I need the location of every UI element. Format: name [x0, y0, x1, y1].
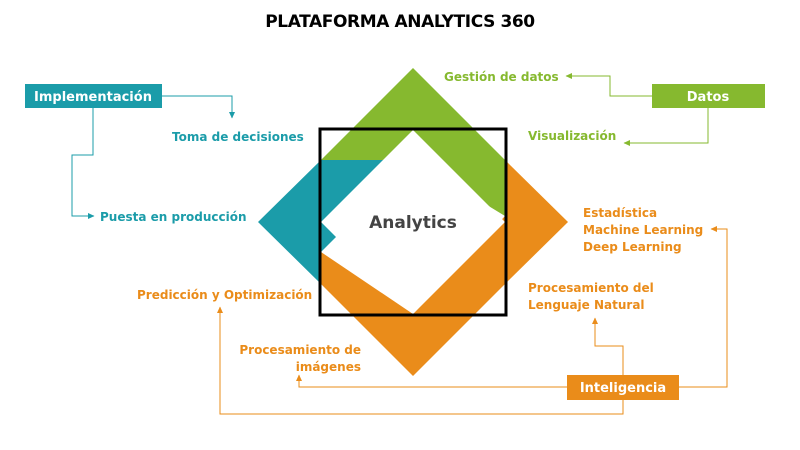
- label-deep-learning: Deep Learning: [583, 240, 682, 254]
- datos-label: Datos: [687, 90, 730, 105]
- center-frame: [318, 127, 508, 317]
- label-procesamiento-de: Procesamiento de: [239, 343, 361, 357]
- implementacion-box: [25, 84, 162, 108]
- label-puesta-produccion: Puesta en producción: [100, 210, 247, 224]
- connector-estadistica: [679, 226, 728, 388]
- connector-toma-decisiones: [162, 95, 235, 119]
- center-label: Analytics: [369, 213, 457, 233]
- connector-puesta-produccion: [71, 108, 95, 219]
- label-gestion-datos: Gestión de datos: [444, 70, 559, 84]
- connector-gestion-datos: [565, 73, 652, 97]
- label-imagenes: imágenes: [296, 360, 361, 374]
- inteligencia-box: [567, 375, 679, 400]
- implementacion-label: Implementación: [34, 90, 152, 105]
- inteligencia-label: Inteligencia: [580, 381, 666, 396]
- diagram-title: PLATAFORMA ANALYTICS 360: [265, 12, 535, 32]
- label-prediccion-optimizacion: Predicción y Optimización: [137, 288, 312, 302]
- label-estadistica: Estadística: [583, 206, 657, 220]
- diamond-top-green: [321, 68, 505, 160]
- connector-lenguaje-natural: [592, 317, 624, 375]
- center-diamond: [321, 130, 505, 314]
- datos-box: [652, 84, 765, 108]
- connector-imagenes: [296, 374, 567, 388]
- label-machine-learning: Machine Learning: [583, 223, 703, 237]
- connector-visualizacion: [623, 108, 709, 146]
- diamond-bottom-orange: [321, 216, 505, 376]
- label-lenguaje-natural: Lenguaje Natural: [528, 298, 645, 312]
- diamond-right-orange: [505, 160, 568, 284]
- connector-prediccion: [217, 306, 624, 415]
- label-visualizacion: Visualización: [528, 129, 616, 143]
- label-toma-decisiones: Toma de decisiones: [172, 130, 304, 144]
- label-procesamiento-del: Procesamiento del: [528, 281, 654, 295]
